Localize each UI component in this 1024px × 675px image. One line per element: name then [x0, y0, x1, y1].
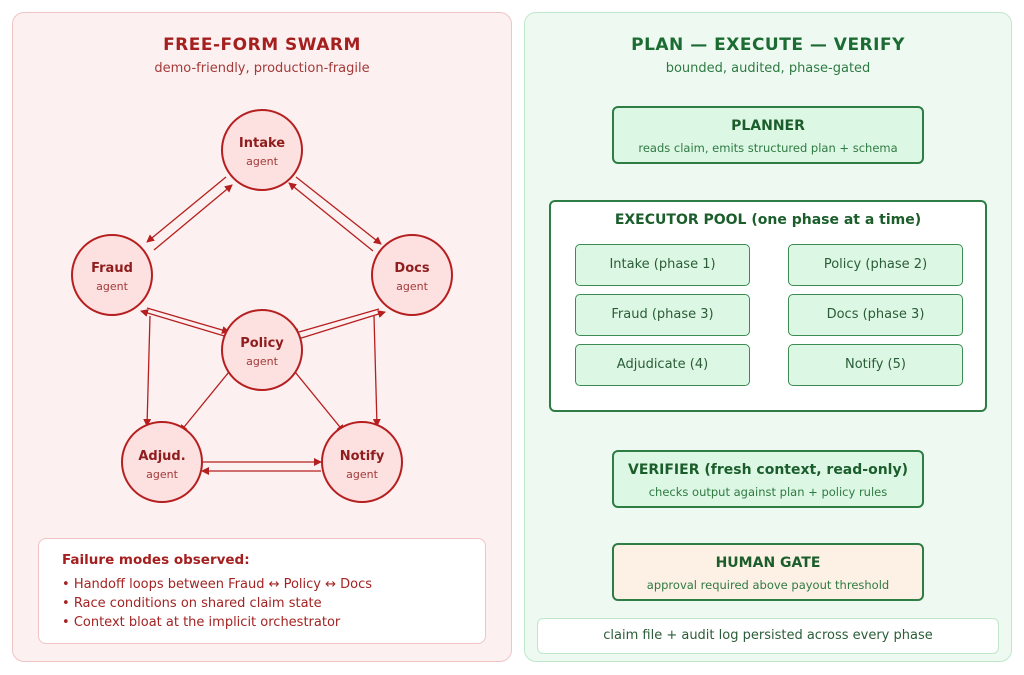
node-adjud-name: Adjud. [138, 449, 185, 464]
edge-fraud-policy [146, 307, 230, 334]
edge-policy-docs [294, 310, 386, 341]
edge-docs-notify [372, 315, 381, 427]
human-gate-box: HUMAN GATE approval required above payou… [612, 543, 924, 601]
phase-fraud: Fraud (phase 3) [575, 294, 750, 336]
human-gate-title: HUMAN GATE [715, 555, 821, 571]
edge-intake-fraud [146, 176, 227, 243]
node-policy-name: Policy [240, 336, 284, 351]
planner-box: PLANNER reads claim, emits structured pl… [612, 106, 924, 164]
failure-mode-item: Context bloat at the implicit orchestrat… [62, 613, 372, 632]
failure-modes-box: Failure modes observed: Handoff loops be… [38, 538, 486, 644]
planner-title: PLANNER [731, 118, 805, 134]
node-intake-name: Intake [239, 136, 285, 151]
node-intake [221, 109, 303, 191]
failure-modes-list: Handoff loops between Fraud ↔ Policy ↔ D… [62, 575, 372, 632]
verifier-box: VERIFIER (fresh context, read-only) chec… [612, 450, 924, 508]
node-docs [371, 234, 453, 316]
edge-policy-adjud [179, 366, 234, 433]
phase-adjudicate: Adjudicate (4) [575, 344, 750, 386]
verifier-sub: checks output against plan + policy rule… [648, 485, 888, 499]
node-policy [221, 309, 303, 391]
edge-policy-fraud [140, 309, 232, 339]
swarm-subtitle: demo-friendly, production-fragile [154, 61, 370, 76]
pev-subtitle: bounded, audited, phase-gated [665, 61, 871, 76]
executor-pool-box: EXECUTOR POOL (one phase at a time) Inta… [549, 200, 987, 412]
failure-modes-title: Failure modes observed: [62, 552, 250, 568]
node-adjud [121, 421, 203, 503]
node-notify [321, 421, 403, 503]
executor-pool-title: EXECUTOR POOL (one phase at a time) [614, 212, 922, 228]
failure-mode-item: Handoff loops between Fraud ↔ Policy ↔ D… [62, 575, 372, 594]
node-notify-sub: agent [346, 468, 378, 481]
node-fraud-sub: agent [96, 280, 128, 293]
edge-docs-policy [291, 308, 380, 336]
swarm-title: FREE-FORM SWARM [163, 35, 361, 55]
phase-policy: Policy (phase 2) [788, 244, 963, 286]
node-adjud-sub: agent [146, 468, 178, 481]
node-docs-name: Docs [394, 261, 429, 276]
edge-intake-docs [295, 176, 382, 245]
edge-docs-intake [288, 182, 374, 252]
node-policy-sub: agent [246, 355, 278, 368]
phase-intake: Intake (phase 1) [575, 244, 750, 286]
pev-title: PLAN — EXECUTE — VERIFY [631, 35, 905, 55]
node-intake-sub: agent [246, 155, 278, 168]
audit-log-footer: claim file + audit log persisted across … [537, 618, 999, 654]
node-fraud [71, 234, 153, 316]
node-fraud-name: Fraud [91, 261, 133, 276]
node-notify-name: Notify [340, 449, 385, 464]
human-gate-sub: approval required above payout threshold [646, 578, 890, 592]
phase-notify: Notify (5) [788, 344, 963, 386]
node-docs-sub: agent [396, 280, 428, 293]
failure-mode-item: Race conditions on shared claim state [62, 594, 372, 613]
edge-fraud-intake [153, 184, 233, 251]
verifier-title: VERIFIER (fresh context, read-only) [627, 462, 908, 478]
planner-sub: reads claim, emits structured plan + sch… [638, 141, 898, 155]
phase-docs: Docs (phase 3) [788, 294, 963, 336]
edge-policy-notify [290, 366, 345, 433]
edge-fraud-adjud [143, 315, 152, 427]
